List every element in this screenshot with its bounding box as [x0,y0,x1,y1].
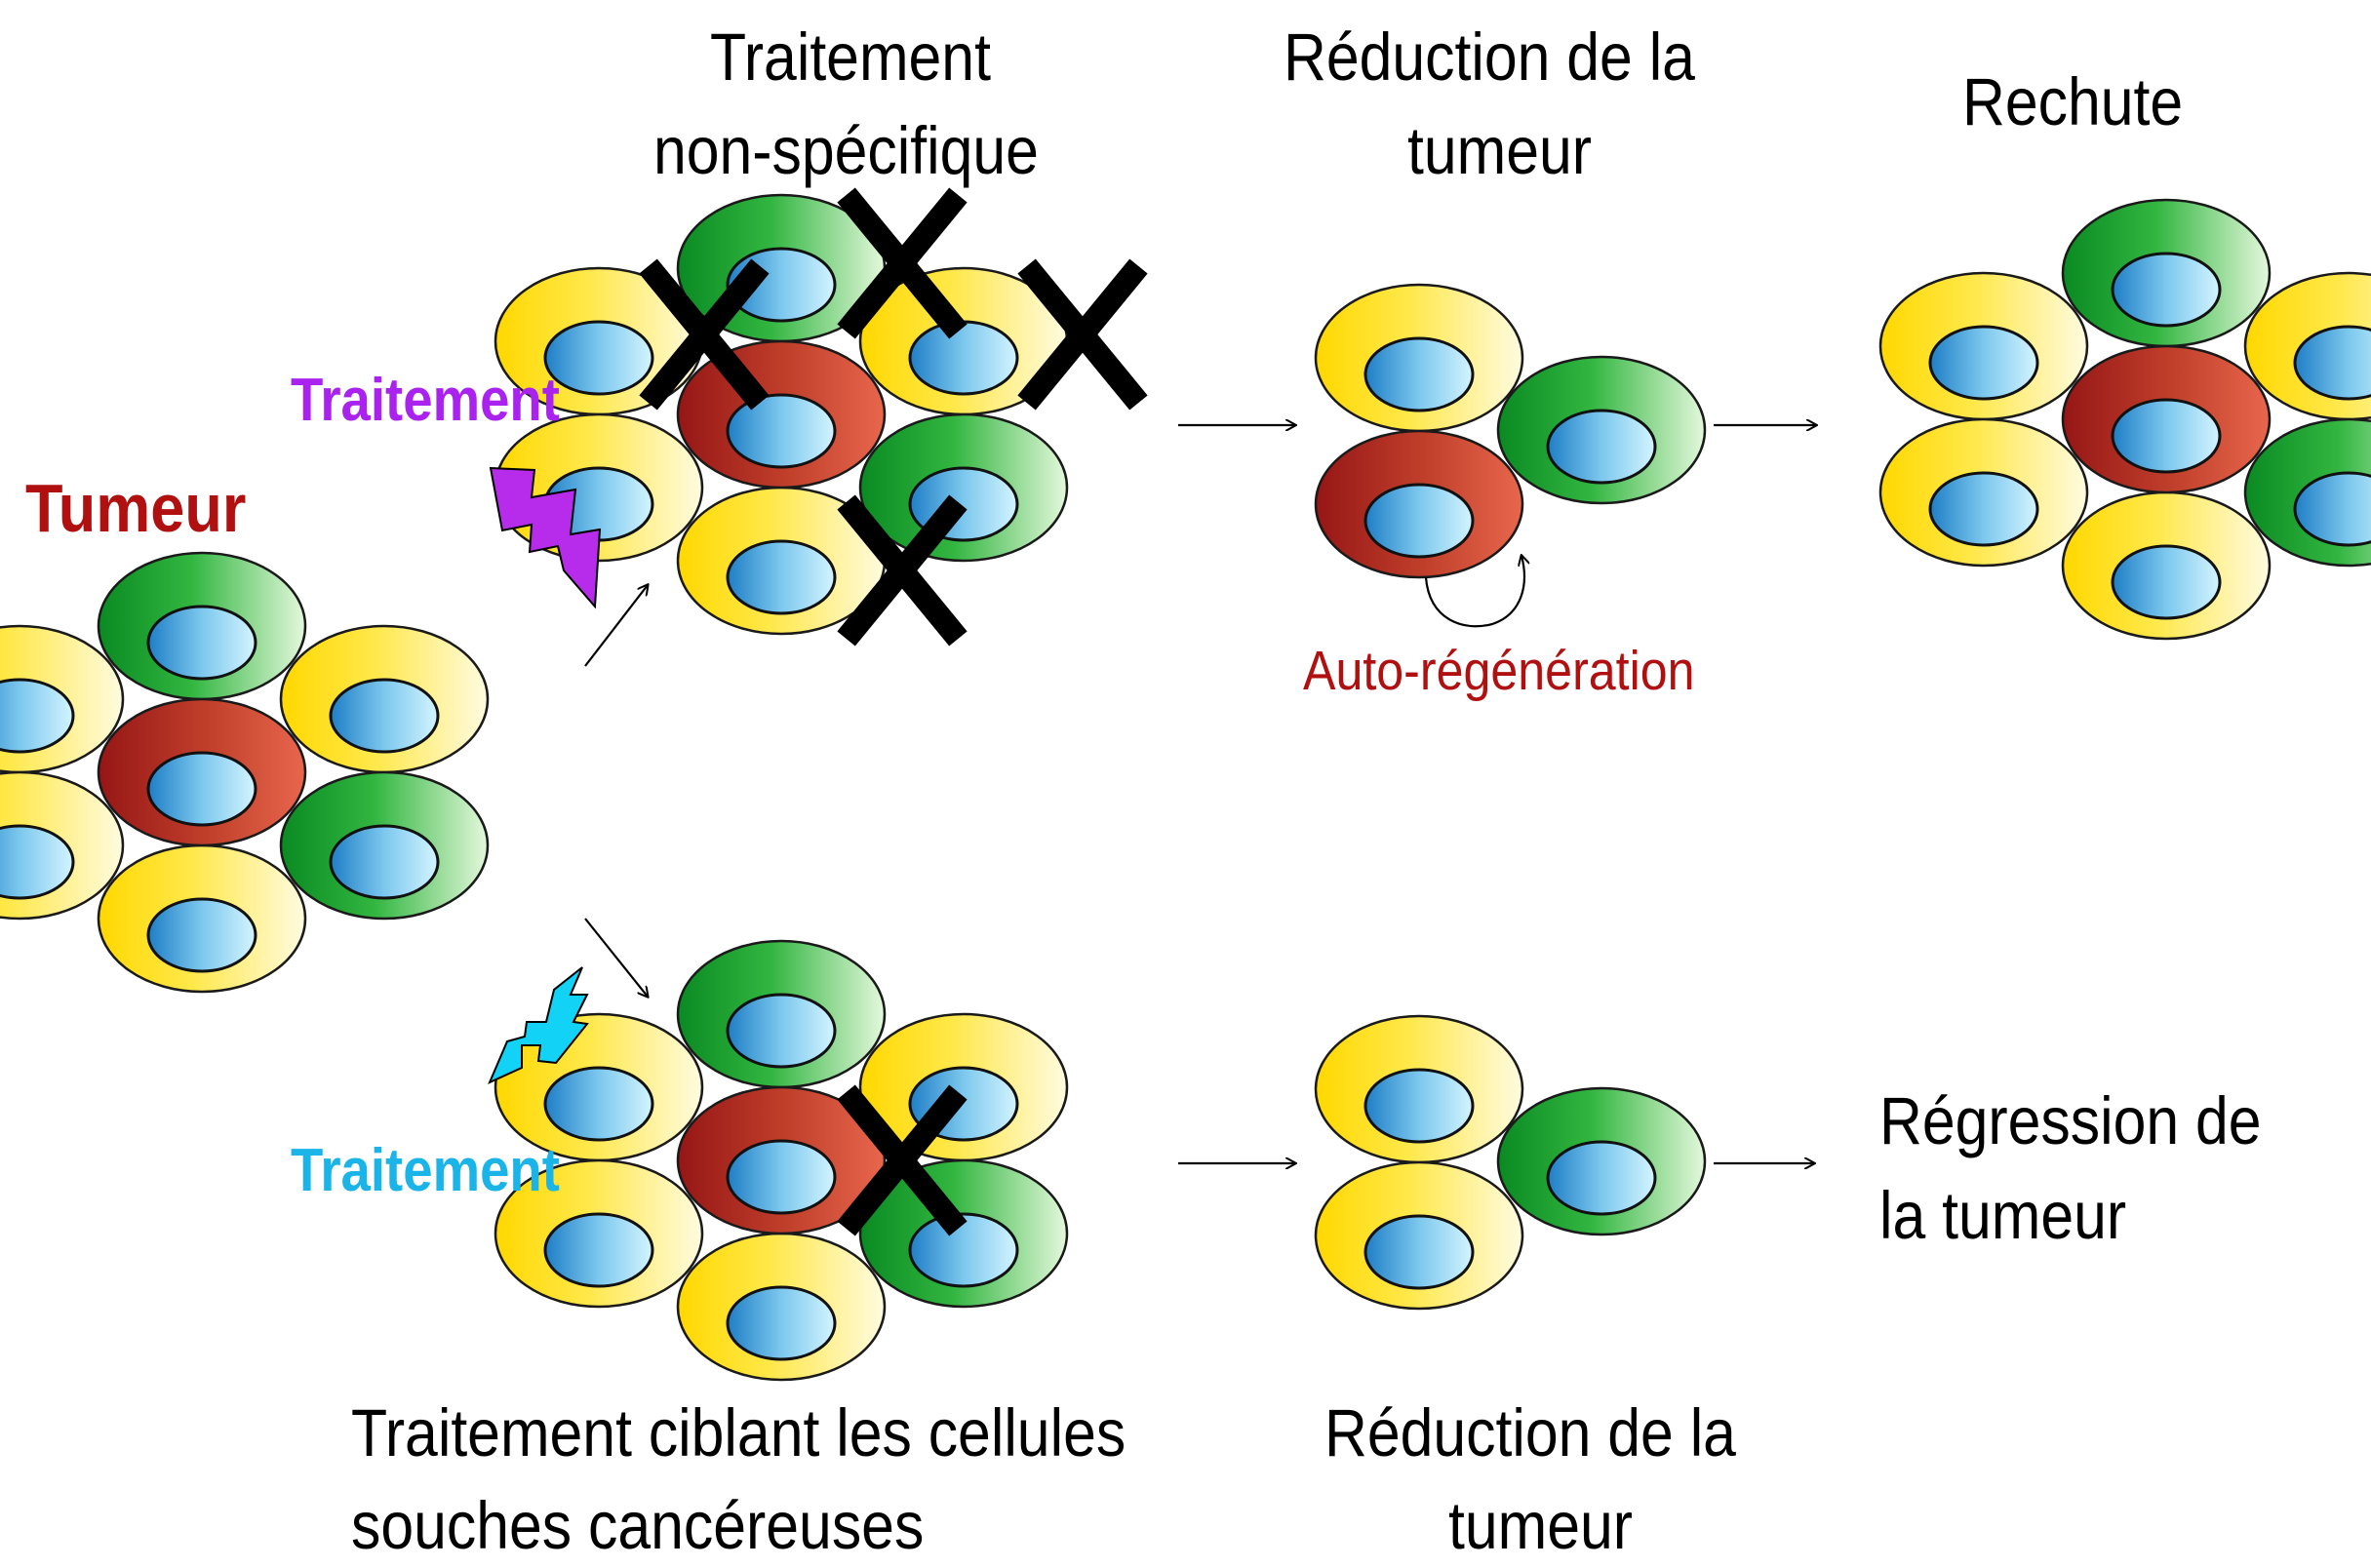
nucleus [1363,336,1475,412]
yellow-cell [0,624,125,774]
self-renewal-label: Auto-régénération [1303,640,1695,702]
green-cell [858,412,1069,563]
yellow-cell [1878,417,2089,568]
green-cell [858,1158,1069,1309]
nucleus [543,1066,654,1142]
cross-x-icon [837,494,968,647]
yellow-cell [494,1158,704,1309]
lightning-bolt-top-icon [489,466,602,609]
relapse-title: Rechute [1962,64,2184,139]
yellow-cell [676,486,887,636]
reduction-bottom-title-line1: Réduction de la [1324,1395,1736,1470]
yellow-cell [676,1232,887,1382]
yellow-cell [279,624,490,774]
cross-x-icon [639,258,770,411]
nucleus [329,824,440,900]
cross-x-icon [837,187,968,339]
nucleus [2111,398,2222,474]
green-cell [1496,1086,1707,1236]
nucleus [0,678,75,754]
nucleus [543,320,654,396]
nucleus [908,320,1019,396]
stem-cell [97,697,307,847]
self-renewal-arrow [1424,556,1524,628]
nucleus [1546,1140,1657,1216]
nucleus [543,1212,654,1288]
nucleus [146,897,257,973]
nucleus [1363,1068,1475,1144]
targeted-caption-line2: souches cancéreuses [351,1488,925,1563]
nucleus [908,1212,1019,1288]
targeted-caption-line1: Traitement ciblant les cellules [351,1395,1126,1470]
nucleus [726,993,837,1069]
yellow-cell [0,770,125,921]
reduction-bottom-title-line2: tumeur [1448,1488,1633,1563]
lightning-bolt-bottom-icon [488,966,589,1084]
cross-x-icon [1017,258,1148,411]
nucleus [726,393,837,469]
nonspecific-title-line2: non-spécifique [653,113,1039,188]
stem-cell [676,1085,887,1235]
yellow-cell [2243,271,2371,421]
green-cell [2061,198,2272,348]
nucleus [146,751,257,827]
nucleus [1928,471,2039,547]
stem-cell [676,339,887,490]
cross-x-icon [837,1084,968,1236]
regression-title-line2: la tumeur [1879,1178,2127,1253]
nucleus [726,1139,837,1215]
treatment-top-label: Traitement [291,367,560,434]
nucleus [329,678,440,754]
treatment-bottom-label: Traitement [291,1137,560,1204]
reduction-top-title-line1: Réduction de la [1284,20,1695,95]
yellow-cell [97,843,307,994]
green-cell [676,939,887,1089]
nucleus [2111,544,2222,620]
nucleus [1363,483,1475,559]
nucleus [726,539,837,615]
arrow-to-targeted [584,918,648,997]
green-cell [279,770,490,921]
nucleus [2293,325,2371,401]
yellow-cell [1314,283,1524,433]
yellow-cell [494,266,704,416]
nucleus [1928,325,2039,401]
nonspecific-title-line1: Traitement [710,20,991,95]
nucleus [2111,252,2222,328]
tumor-label: Tumeur [25,470,247,546]
yellow-cell [858,266,1069,416]
regression-title-line1: Régression de [1879,1083,2262,1158]
nucleus [146,605,257,681]
nucleus [0,824,75,900]
nucleus [726,1285,837,1361]
reduction-top-title-line2: tumeur [1407,113,1592,188]
nucleus [1546,409,1657,485]
stem-cell [2061,344,2272,494]
nucleus [2293,471,2371,547]
stem-cell [1314,429,1524,579]
green-cell [1496,355,1707,505]
yellow-cell [2061,490,2272,641]
green-cell [97,551,307,701]
yellow-cell [1878,271,2089,421]
yellow-cell [1314,1014,1524,1164]
green-cell [2243,417,2371,568]
yellow-cell [1314,1160,1524,1311]
nucleus [1363,1214,1475,1290]
arrow-to-nonspecific [584,585,648,667]
